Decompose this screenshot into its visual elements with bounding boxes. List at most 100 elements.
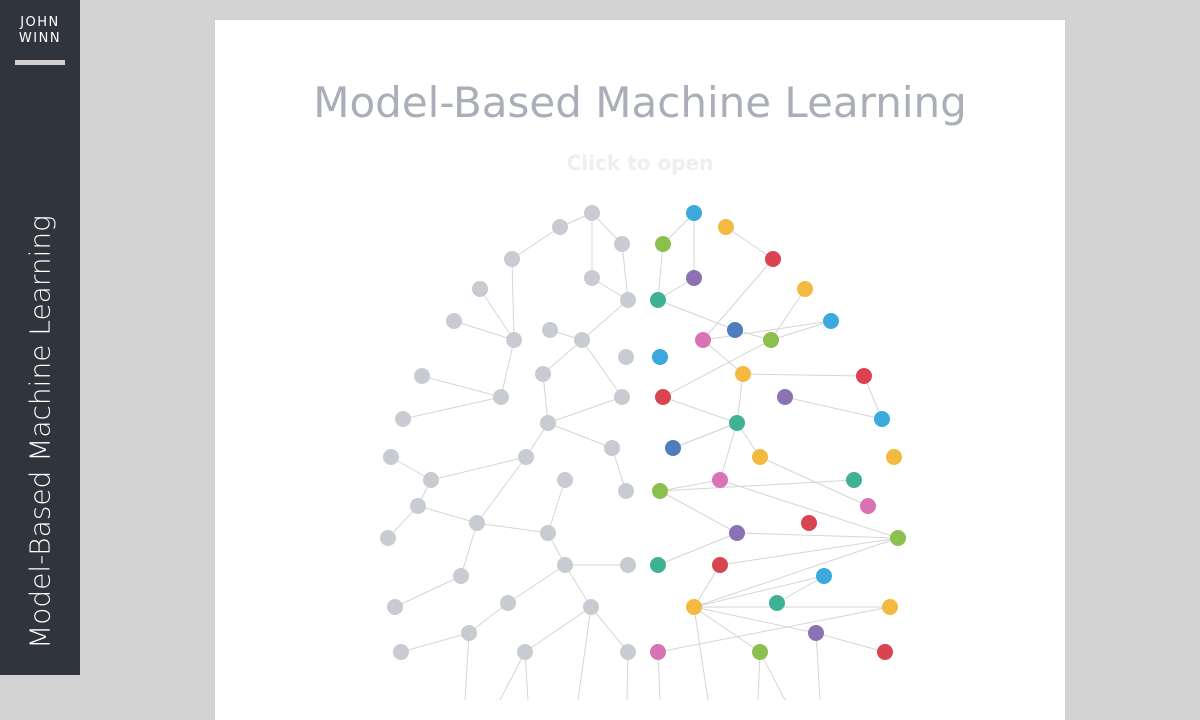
author-divider	[15, 60, 65, 65]
tree-edge	[693, 606, 817, 634]
tree-node	[506, 332, 522, 348]
tree-node	[655, 236, 671, 252]
tree-node	[557, 557, 573, 573]
tree-node	[517, 644, 533, 660]
tree-node	[860, 498, 876, 514]
tree-node	[856, 368, 872, 384]
tree-node	[650, 292, 666, 308]
tree-node	[620, 557, 636, 573]
tree-edge	[417, 505, 478, 524]
tree-node	[604, 440, 620, 456]
tree-node	[652, 349, 668, 365]
tree-edge	[460, 522, 478, 577]
tree-node	[652, 483, 668, 499]
tree-node	[540, 415, 556, 431]
tree-edge	[719, 537, 899, 566]
open-book-link[interactable]: Click to open	[566, 151, 714, 175]
tree-edge	[430, 456, 527, 481]
tree-edge	[784, 396, 883, 420]
tree-edge	[693, 606, 761, 653]
tree-node	[752, 449, 768, 465]
tree-edge	[511, 226, 561, 260]
tree-node	[504, 251, 520, 267]
tree-edge	[657, 299, 736, 331]
tree-node	[472, 281, 488, 297]
tree-node	[765, 251, 781, 267]
tree-node	[846, 472, 862, 488]
tree-node	[816, 568, 832, 584]
tree-edge	[581, 299, 629, 341]
tree-node	[387, 599, 403, 615]
tree-edge	[815, 632, 821, 701]
tree-node	[393, 644, 409, 660]
tree-edge	[499, 651, 526, 701]
tree-edge	[464, 632, 470, 701]
tree-node	[542, 322, 558, 338]
tree-edge	[742, 373, 865, 377]
tree-node	[552, 219, 568, 235]
tree-edge	[564, 564, 592, 608]
tree-edge	[702, 339, 744, 375]
tree-edge	[657, 606, 891, 653]
tree-node	[886, 449, 902, 465]
vertical-book-title: Model-Based Machine Learning	[23, 215, 57, 649]
tree-node	[655, 389, 671, 405]
tree-node	[686, 205, 702, 221]
tree-edge	[776, 575, 825, 604]
tree-edge	[524, 606, 592, 653]
tree-node	[735, 366, 751, 382]
tree-edge	[547, 479, 566, 534]
tree-edge	[770, 320, 832, 341]
tree-node	[557, 472, 573, 488]
tree-edge	[719, 479, 899, 539]
tree-node	[695, 332, 711, 348]
sidebar: JOHN WINN Model-Based Machine Learning	[0, 0, 80, 675]
author-first-name: JOHN	[20, 15, 60, 30]
tree-node	[414, 368, 430, 384]
tree-edge	[662, 339, 772, 398]
tree-edge	[547, 422, 613, 449]
tree-node	[518, 449, 534, 465]
author-last-name: WINN	[18, 31, 62, 46]
tree-edge	[659, 479, 721, 492]
tree-node	[583, 599, 599, 615]
tree-node	[410, 498, 426, 514]
tree-node	[797, 281, 813, 297]
tree-node	[620, 644, 636, 660]
tree-node	[808, 625, 824, 641]
tree-edge	[736, 532, 899, 539]
tree-edge	[662, 396, 738, 424]
tree-node	[874, 411, 890, 427]
tree-edge	[542, 339, 583, 375]
tree-edge	[815, 632, 886, 653]
tree-edge	[770, 288, 806, 341]
tree-node	[453, 568, 469, 584]
tree-edge	[693, 537, 899, 608]
tree-node	[461, 625, 477, 641]
tree-edge	[621, 243, 629, 301]
tree-edge	[468, 602, 509, 634]
tree-node	[500, 595, 516, 611]
book-cover[interactable]: Model-Based Machine Learning Click to op…	[215, 20, 1065, 720]
tree-node	[729, 415, 745, 431]
tree-edge	[702, 320, 832, 341]
author-name: JOHN WINN	[0, 15, 80, 47]
tree-node	[877, 644, 893, 660]
tree-node	[729, 525, 745, 541]
tree-node	[763, 332, 779, 348]
tree-edge	[759, 651, 786, 701]
tree-node	[712, 557, 728, 573]
tree-node	[469, 515, 485, 531]
tree-node	[718, 219, 734, 235]
tree-node	[493, 389, 509, 405]
tree-edge	[693, 606, 709, 701]
tree-edge	[693, 575, 825, 608]
tree-node	[890, 530, 906, 546]
tree-edge	[577, 606, 592, 701]
tree-node	[769, 595, 785, 611]
tree-edge	[719, 422, 738, 481]
tree-node	[614, 389, 630, 405]
tree-node	[686, 270, 702, 286]
tree-edge	[693, 564, 721, 608]
tree-edge	[659, 479, 855, 492]
